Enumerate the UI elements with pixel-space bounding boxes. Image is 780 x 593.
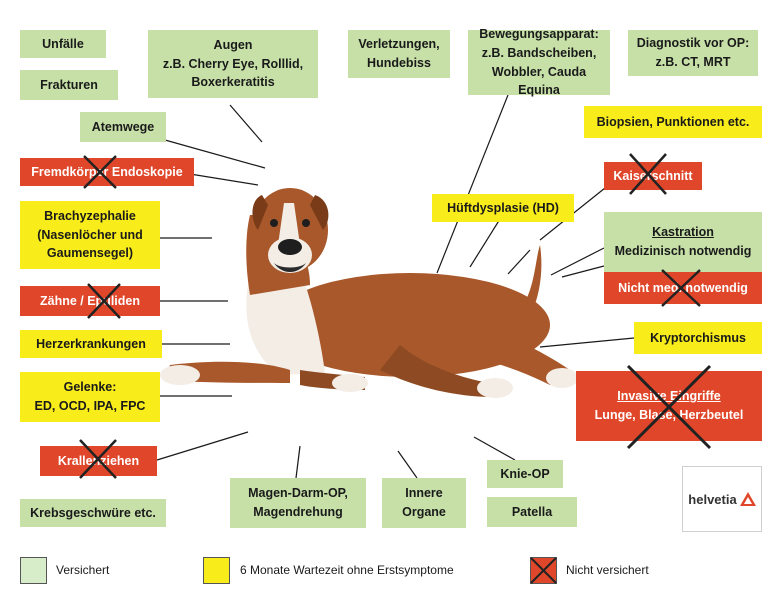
label-organe-2: Organe — [402, 505, 446, 519]
label-augen-1: Augen — [213, 37, 253, 52]
legend-swatch-green — [20, 557, 47, 584]
label-brachy-3: Gaumensegel) — [46, 246, 134, 261]
label-magen-2: Magendrehung — [253, 505, 343, 519]
label-kaiserschnitt: Kaiserschnitt — [613, 168, 693, 183]
box-verletzungen: Verletzungen, Hundebiss — [348, 30, 450, 78]
box-gelenke: Gelenke: ED, OCD, IPA, FPC — [20, 372, 160, 422]
box-kastration: Kastration Medizinisch notwendig — [604, 212, 762, 272]
box-biopsien: Biopsien, Punktionen etc. — [584, 106, 762, 138]
line-magen — [295, 445, 301, 479]
cross-nicht-med-icon — [661, 269, 701, 307]
label-invasive-2: Lunge, Blase, Herzbeutel — [594, 408, 744, 422]
box-kryptorchismus: Kryptorchismus — [634, 322, 762, 354]
line-krypt — [539, 337, 635, 348]
line-bewegung — [436, 94, 509, 274]
label-verletzungen-2: Hundebiss — [367, 56, 431, 70]
label-invasive-1: Invasive Eingriffe — [617, 389, 721, 404]
label-verletzungen-1: Verletzungen, — [358, 37, 440, 52]
cross-invasive-icon — [626, 364, 712, 450]
box-bewegungsapparat: Bewegungsapparat: z.B. Bandscheiben, Wob… — [468, 27, 610, 97]
box-krebs: Krebsgeschwüre etc. — [20, 499, 166, 527]
box-fremdkoerper: Fremdkörper Endoskopie — [20, 158, 194, 186]
line-kastration — [550, 247, 605, 276]
box-unfaelle: Unfälle — [20, 30, 106, 58]
box-magen-darm: Magen-Darm-OP, Magendrehung — [230, 478, 366, 528]
label-brachy-1: Brachyzephalie — [44, 208, 136, 223]
logo-triangle-icon — [739, 492, 756, 506]
label-patella: Patella — [511, 504, 553, 519]
label-gelenke-2: ED, OCD, IPA, FPC — [34, 399, 146, 413]
line-krallen — [156, 431, 249, 461]
label-zaehne: Zähne / Epuliden — [39, 293, 140, 308]
line-hd — [469, 218, 501, 268]
label-gelenke-1: Gelenke: — [63, 380, 117, 395]
label-magen-1: Magen-Darm-OP, — [248, 486, 348, 501]
box-innere-organe: Innere Organe — [382, 478, 466, 528]
label-fremdkoerper: Fremdkörper Endoskopie — [31, 164, 183, 179]
helvetia-logo: helvetia — [682, 466, 762, 532]
line-fremdkoerper — [189, 173, 259, 186]
box-diagnostik: Diagnostik vor OP: z.B. CT, MRT — [628, 30, 758, 76]
boxer-dog-illustration — [160, 188, 578, 398]
legend-label-versichert: Versichert — [56, 563, 110, 577]
box-frakturen: Frakturen — [20, 70, 118, 100]
legend-label-wartezeit: 6 Monate Wartezeit ohne Erstsymptome — [240, 563, 454, 577]
legend-label-nicht-versichert: Nicht versichert — [566, 563, 649, 577]
label-diagnostik-1: Diagnostik vor OP: — [636, 36, 750, 51]
label-atemwege: Atemwege — [91, 119, 155, 134]
label-bewegung-3: Wobbler, Cauda Equina — [491, 64, 587, 98]
legend-cross-icon — [530, 557, 557, 584]
label-augen-2: z.B. Cherry Eye, Rolllid, — [162, 56, 304, 71]
label-herz: Herzerkrankungen — [36, 336, 146, 351]
box-hueftdysplasie: Hüftdysplasie (HD) — [432, 194, 574, 222]
label-krypt: Kryptorchismus — [650, 330, 746, 345]
line-nichtmed — [561, 265, 605, 278]
box-atemwege: Atemwege — [80, 112, 166, 142]
cross-kaiserschnitt-icon — [629, 153, 667, 195]
box-herzerkrankungen: Herzerkrankungen — [20, 330, 162, 358]
line-knie — [473, 436, 516, 461]
line-augen — [229, 104, 263, 143]
logo-text: helvetia — [688, 491, 737, 507]
label-krebs: Krebsgeschwüre etc. — [30, 505, 156, 520]
label-brachy-2: (Nasenlöcher und — [37, 227, 143, 242]
label-hd: Hüftdysplasie (HD) — [447, 200, 559, 215]
label-organe-1: Innere — [405, 486, 443, 501]
label-bewegung-2: z.B. Bandscheiben, — [481, 45, 597, 60]
label-diagnostik-2: z.B. CT, MRT — [655, 55, 731, 69]
label-kastration-2: Medizinisch notwendig — [614, 244, 752, 258]
legend-swatch-yellow — [203, 557, 230, 584]
line-hd2 — [507, 249, 531, 275]
cross-krallen-icon — [79, 439, 117, 479]
box-brachyzephalie: Brachyzephalie (Nasenlöcher und Gaumense… — [20, 201, 160, 269]
label-kastration-1: Kastration — [652, 225, 714, 240]
cross-fremdkoerper-icon — [83, 155, 117, 189]
label-knie: Knie-OP — [500, 466, 550, 481]
cross-zaehne-icon — [87, 283, 121, 319]
line-atemwege — [164, 139, 266, 169]
label-unfaelle: Unfälle — [42, 36, 84, 51]
label-biopsien: Biopsien, Punktionen etc. — [596, 114, 750, 129]
label-augen-3: Boxerkeratitis — [191, 75, 275, 90]
label-frakturen: Frakturen — [40, 77, 98, 92]
box-kaiserschnitt: Kaiserschnitt — [604, 162, 702, 190]
box-augen: Augen z.B. Cherry Eye, Rolllid, Boxerker… — [148, 30, 318, 98]
box-knie-op: Knie-OP — [487, 460, 563, 488]
box-patella: Patella — [487, 497, 577, 527]
label-bewegung-1: Bewegungsapparat: — [479, 27, 599, 41]
line-organe — [397, 450, 418, 479]
box-zaehne: Zähne / Epuliden — [20, 286, 160, 316]
